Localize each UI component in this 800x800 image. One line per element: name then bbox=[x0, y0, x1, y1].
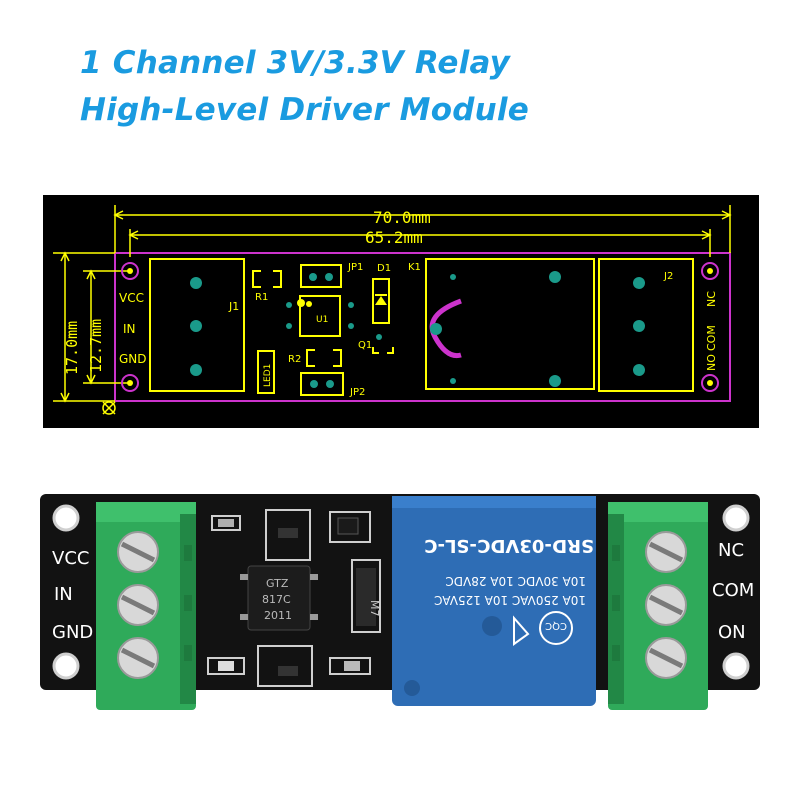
j1-label: J1 bbox=[228, 300, 239, 313]
j2-outline bbox=[598, 258, 694, 392]
pcb-pin-in: IN bbox=[123, 322, 136, 336]
led1-label: LED1 bbox=[263, 364, 273, 387]
relay bbox=[392, 496, 596, 706]
jp2-label: JP2 bbox=[349, 387, 365, 398]
dim-total-label: 70.0mm bbox=[373, 208, 431, 227]
photo-pin-on: ON bbox=[718, 622, 746, 643]
photo-pin-nc: NC bbox=[718, 540, 744, 561]
pcb-pin-no: NO bbox=[705, 354, 718, 371]
opto-line2: 817C bbox=[262, 593, 291, 606]
relay-rating-2: 10A 30VDC 10A 28VDC bbox=[445, 574, 586, 588]
pcb-pin-gnd: GND bbox=[119, 352, 147, 366]
pcb-background bbox=[43, 195, 759, 428]
photo-pin-gnd: GND bbox=[52, 622, 93, 643]
pcb-pin-com: COM bbox=[705, 325, 718, 351]
k1-outline bbox=[425, 258, 595, 390]
q1-label: Q1 bbox=[358, 340, 372, 351]
diode-label: M7 bbox=[368, 600, 381, 617]
u1-outline bbox=[299, 295, 341, 337]
r2-label: R2 bbox=[288, 354, 301, 365]
k1-label: K1 bbox=[408, 262, 421, 273]
u1-label: U1 bbox=[316, 315, 328, 325]
pcb-pin-vcc: VCC bbox=[119, 291, 144, 305]
photo-pin-vcc: VCC bbox=[52, 548, 89, 569]
photo-pin-in: IN bbox=[54, 584, 73, 605]
left-terminal-block bbox=[96, 502, 196, 710]
relay-model: SRD-03VDC-SL-C bbox=[424, 535, 594, 556]
board-outline bbox=[114, 252, 731, 402]
module-photo: VCC IN GND NC COM ON bbox=[40, 494, 760, 710]
j2-label: J2 bbox=[663, 271, 673, 282]
dim-hole-spacing-label: 12.7mm bbox=[87, 319, 105, 373]
optocoupler bbox=[247, 565, 311, 631]
dim-height-label: 17.0mm bbox=[63, 321, 81, 375]
pcb-pin-nc: NC bbox=[705, 291, 718, 307]
opto-line1: GTZ bbox=[266, 577, 289, 590]
title-line-2: High-Level Driver Module bbox=[80, 92, 529, 128]
j1-outline bbox=[149, 258, 245, 392]
r1-label: R1 bbox=[255, 292, 268, 303]
jp1-label: JP1 bbox=[347, 262, 363, 273]
relay-logo: CQC bbox=[545, 620, 567, 631]
dim-holes-label: 65.2mm bbox=[365, 228, 423, 247]
d1-label: D1 bbox=[377, 263, 391, 274]
title-line-1: 1 Channel 3V/3.3V Relay bbox=[80, 45, 511, 81]
relay-rating-1: 10A 250VAC 10A 125VAC bbox=[434, 593, 586, 607]
pcb-drawing: 70.0mm 65.2mm 17.0mm 12.7mm VCC IN GND J… bbox=[43, 195, 759, 428]
opto-line3: 2011 bbox=[264, 609, 292, 622]
right-terminal-block bbox=[608, 502, 708, 710]
photo-pin-com: COM bbox=[712, 580, 754, 601]
relay-triangle-icon bbox=[513, 615, 530, 646]
